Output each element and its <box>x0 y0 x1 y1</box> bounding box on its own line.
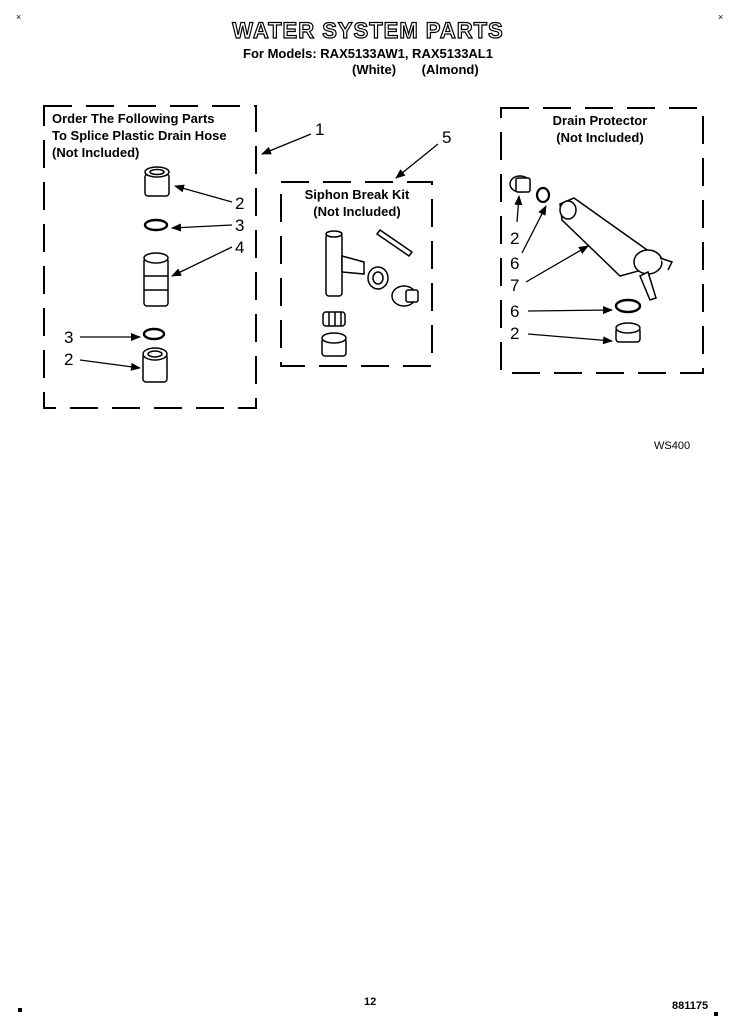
page-title: WATER SYSTEM PARTS <box>232 17 504 43</box>
leader-5 <box>395 143 439 179</box>
callout-splice-2b: 2 <box>64 350 74 369</box>
figure-reference: WS400 <box>654 440 691 452</box>
leader-drain-2b <box>527 333 613 345</box>
leader-splice-4 <box>171 246 233 277</box>
leader-splice-2b <box>79 359 141 371</box>
siphon-label-line: Siphon Break Kit <box>304 187 410 202</box>
document-number: 881175 <box>672 1000 709 1012</box>
leader-splice-3 <box>171 223 233 232</box>
callout-drain-2: 2 <box>510 229 520 248</box>
callout-drain-2b: 2 <box>510 324 520 343</box>
corner-mark-top-right: × <box>718 12 724 22</box>
callout-splice-3: 3 <box>235 216 245 235</box>
leader-drain-6b <box>527 306 613 315</box>
corner-mark-bottom-right <box>714 1012 718 1016</box>
leader-drain-2 <box>514 195 523 223</box>
splice-box-frame <box>43 105 257 409</box>
drain-label-line: Drain Protector <box>552 113 648 128</box>
callout-5: 5 <box>442 128 452 147</box>
leader-splice-2 <box>174 184 233 203</box>
siphon-label-line: (Not Included) <box>313 204 401 219</box>
callout-drain-7: 7 <box>510 276 520 295</box>
leader-1 <box>261 133 312 155</box>
leader-drain-7 <box>525 245 589 283</box>
corner-mark-top-left: × <box>16 12 22 22</box>
siphon-parts <box>321 228 419 357</box>
models-line: For Models: RAX5133AW1, RAX5133AL1 <box>243 46 493 61</box>
splice-box-label: Order The Following Parts To Splice Plas… <box>52 110 227 161</box>
color-variants: (White) (Almond) <box>352 62 479 77</box>
callout-1: 1 <box>315 120 325 139</box>
page-number: 12 <box>364 996 377 1008</box>
drain-box-frame <box>500 107 704 374</box>
splice-label-line: To Splice Plastic Drain Hose <box>52 128 227 143</box>
drain-box-label: Drain Protector (Not Included) <box>520 112 680 146</box>
siphon-box-label: Siphon Break Kit (Not Included) <box>282 186 432 220</box>
splice-label-line: Order The Following Parts <box>52 111 215 126</box>
splice-label-line: (Not Included) <box>52 145 140 160</box>
splice-parts <box>142 166 170 383</box>
callout-splice-3b: 3 <box>64 328 74 347</box>
corner-mark-bottom-left <box>18 1008 22 1012</box>
callout-splice-2: 2 <box>235 194 245 213</box>
drain-parts <box>509 175 674 343</box>
callout-drain-6: 6 <box>510 254 520 273</box>
leader-drain-6 <box>521 205 547 254</box>
callout-drain-6b: 6 <box>510 302 520 321</box>
drain-label-line: (Not Included) <box>556 130 644 145</box>
callout-splice-4: 4 <box>235 238 245 257</box>
